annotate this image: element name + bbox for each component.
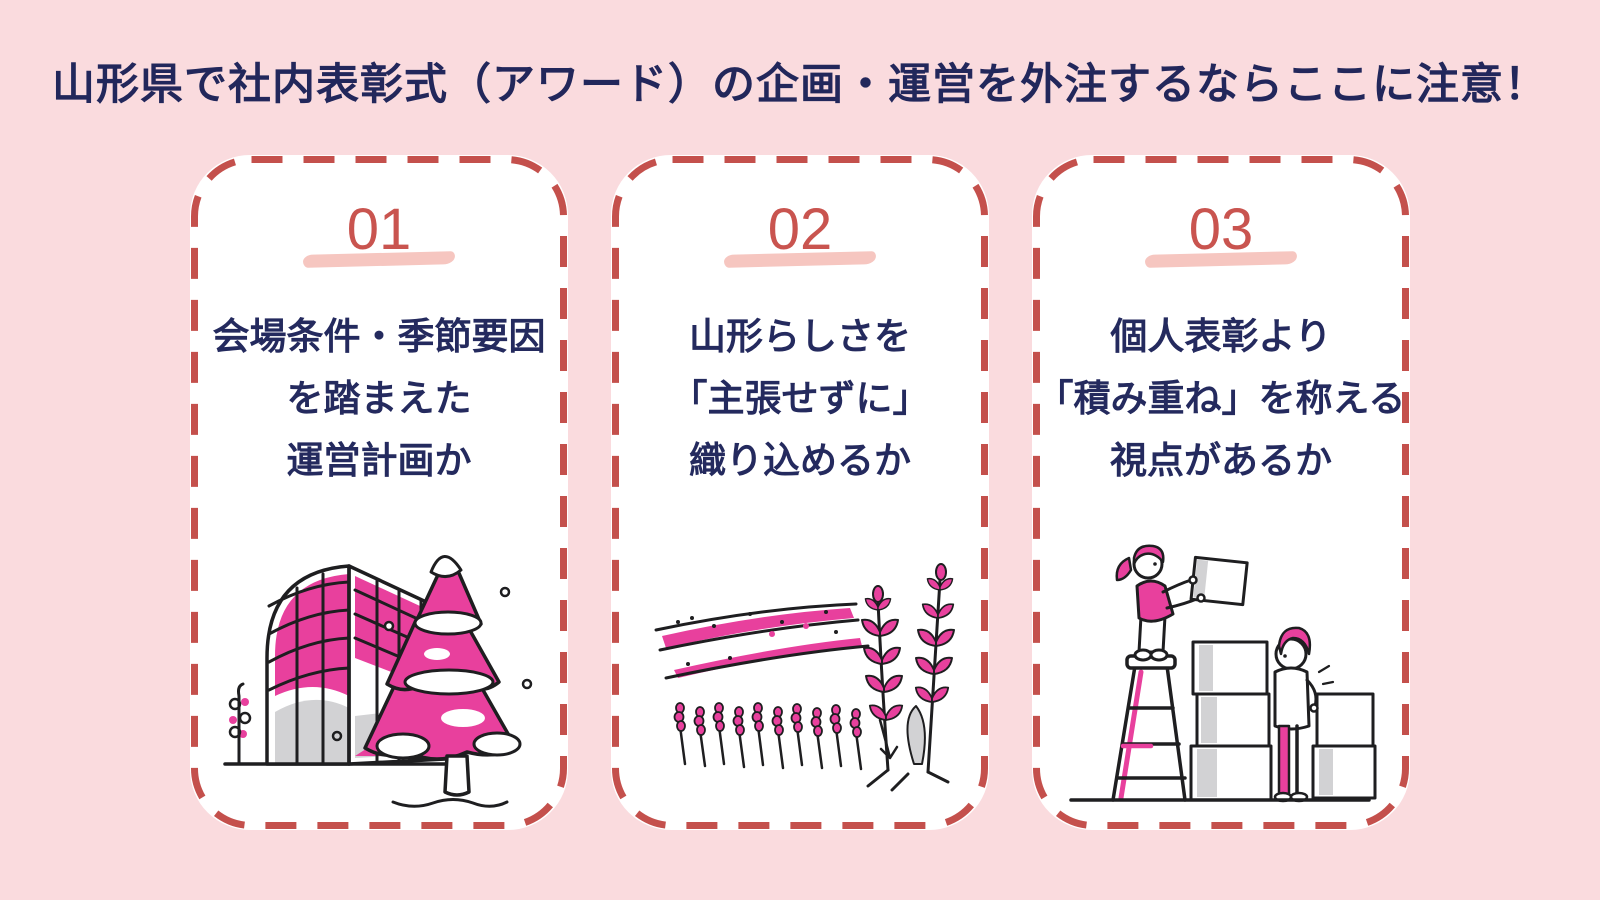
- card-number: 03: [1188, 197, 1254, 262]
- snowflakes: [331, 586, 533, 742]
- card-text-line: 「積み重ね」を称える: [1036, 378, 1406, 419]
- lavender-field-svg: [654, 563, 955, 792]
- middle-box-stack: [1189, 640, 1273, 802]
- card-number: 01: [346, 197, 412, 262]
- woman-on-ladder: [1115, 544, 1249, 662]
- sapling: [228, 682, 252, 766]
- right-box-stack: [1309, 692, 1377, 800]
- building-and-snowy-tree-illustration: [190, 502, 568, 814]
- card-text-line: を踏まえた: [286, 378, 472, 419]
- card-number: 02: [767, 197, 833, 262]
- point-card-3: 03 個人表彰より 「積み重ね」を称える 視点があるか: [1032, 155, 1410, 830]
- card-text: 個人表彰より 「積み重ね」を称える 視点があるか: [1032, 306, 1410, 492]
- card-text-line: 「主張せずに」: [670, 378, 930, 419]
- card-text: 山形らしさを 「主張せずに」 織り込めるか: [611, 306, 989, 492]
- people-stacking-boxes-illustration: [1032, 502, 1410, 814]
- snowy-tree: [363, 555, 522, 808]
- page-title: 山形県で社内表彰式（アワード）の企画・運営を外注するならここに注意！: [52, 61, 1548, 109]
- card-text-line: 視点があるか: [1110, 440, 1332, 481]
- lavender-row: [673, 702, 899, 771]
- card-text-line: 山形らしさを: [689, 316, 911, 357]
- lavender-field-illustration: [611, 502, 989, 814]
- field-ridges: [654, 602, 870, 680]
- people-stacking-boxes-svg: [1069, 544, 1377, 803]
- ladder: [1111, 654, 1187, 802]
- building-snowy-tree-svg: [223, 555, 533, 808]
- card-text-line: 織り込めるか: [689, 440, 911, 481]
- card-text-line: 会場条件・季節要因: [212, 316, 546, 357]
- lavender-sprigs: [861, 563, 955, 792]
- point-card-2: 02 山形らしさを 「主張せずに」 織り込めるか: [611, 155, 989, 830]
- card-text-line: 運営計画か: [286, 440, 472, 481]
- point-card-1: 01 会場条件・季節要因 を踏まえた 運営計画か: [190, 155, 568, 830]
- card-text-line: 個人表彰より: [1110, 316, 1332, 357]
- card-text: 会場条件・季節要因 を踏まえた 運営計画か: [190, 306, 568, 492]
